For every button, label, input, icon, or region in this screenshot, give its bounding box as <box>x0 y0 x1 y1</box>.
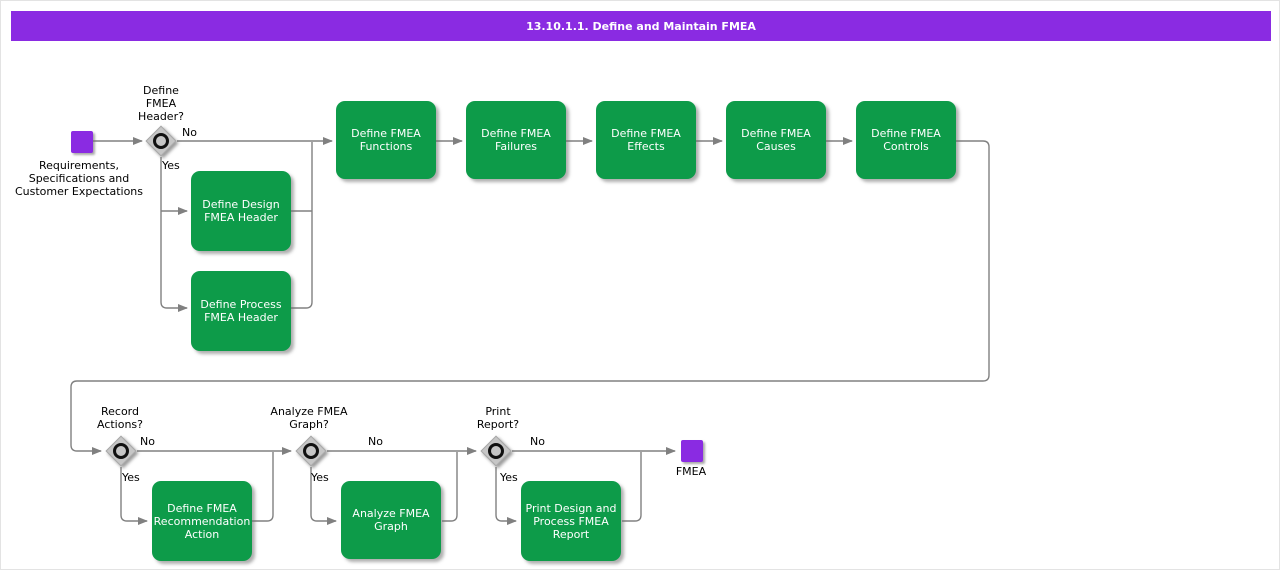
decision1-question-label: Define FMEA Header? <box>138 84 184 123</box>
activity-define-fmea-controls[interactable]: Define FMEA Controls <box>856 101 956 179</box>
diagram-title-bar: 13.10.1.1. Define and Maintain FMEA <box>11 11 1271 41</box>
activity-define-fmea-causes[interactable]: Define FMEA Causes <box>726 101 826 179</box>
activity-define-fmea-failures[interactable]: Define FMEA Failures <box>466 101 566 179</box>
activity-define-design-fmea-header[interactable]: Define Design FMEA Header <box>191 171 291 251</box>
decision2-yes-label: Yes <box>122 471 140 484</box>
edge-print-report-out <box>622 452 642 522</box>
activity-print-design-process-fmea-report[interactable]: Print Design and Process FMEA Report <box>521 481 621 561</box>
decision1-define-fmea-header[interactable] <box>144 124 177 157</box>
decision1-no-label: No <box>182 126 197 139</box>
decision4-yes-label: Yes <box>500 471 518 484</box>
decision4-print-report[interactable] <box>479 434 512 467</box>
end-event-label: FMEA <box>675 465 707 478</box>
activity-analyze-fmea-graph[interactable]: Analyze FMEA Graph <box>341 481 441 559</box>
decision2-record-actions[interactable] <box>104 434 137 467</box>
decision4-no-label: No <box>530 435 545 448</box>
end-event-node[interactable] <box>681 440 703 462</box>
decision3-question-label: Analyze FMEA Graph? <box>270 405 348 431</box>
decision4-question-label: Print Report? <box>476 405 520 431</box>
edge-analyze-graph-out <box>442 452 458 522</box>
activity-define-process-fmea-header[interactable]: Define Process FMEA Header <box>191 271 291 351</box>
decision2-no-label: No <box>140 435 155 448</box>
decision3-no-label: No <box>368 435 383 448</box>
activity-define-fmea-functions[interactable]: Define FMEA Functions <box>336 101 436 179</box>
decision-circle-icon <box>302 442 319 459</box>
edge-decision1-yes-rail <box>160 157 188 312</box>
decision3-analyze-fmea-graph[interactable] <box>294 434 327 467</box>
activity-define-fmea-effects[interactable]: Define FMEA Effects <box>596 101 696 179</box>
edge-recommendation-out <box>252 452 274 522</box>
decision-circle-icon <box>487 442 504 459</box>
decision-circle-icon <box>112 442 129 459</box>
start-event-node[interactable] <box>71 131 93 153</box>
decision-circle-icon <box>152 132 169 149</box>
diagram-title: 13.10.1.1. Define and Maintain FMEA <box>526 19 756 33</box>
edge-process-header-out <box>291 142 313 309</box>
decision1-yes-label: Yes <box>162 159 180 172</box>
decision2-question-label: Record Actions? <box>96 405 144 431</box>
activity-define-fmea-recommendation-action[interactable]: Define FMEA Recommendation Action <box>152 481 252 561</box>
start-event-label: Requirements, Specifications and Custome… <box>14 159 144 198</box>
decision3-yes-label: Yes <box>311 471 329 484</box>
